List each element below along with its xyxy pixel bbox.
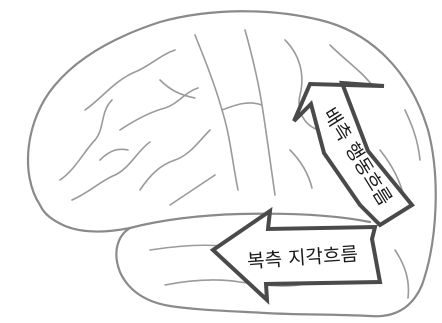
brain-diagram: 배측 행동흐름 복측 지각흐름 bbox=[0, 0, 442, 323]
brain-diagram-svg: 배측 행동흐름 복측 지각흐름 bbox=[0, 0, 442, 323]
